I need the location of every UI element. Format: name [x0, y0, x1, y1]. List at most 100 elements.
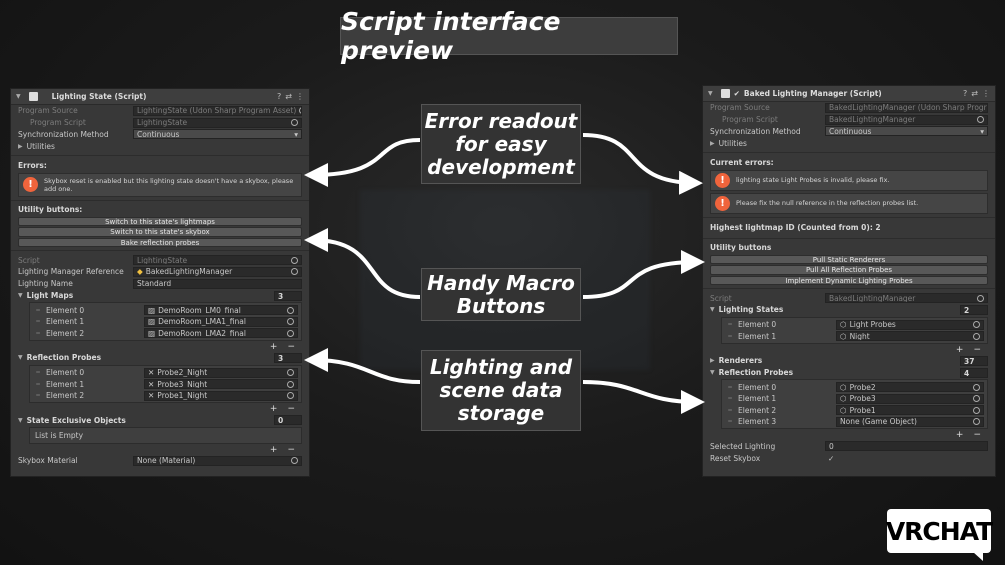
switch-lightmaps-button[interactable]: Switch to this state's lightmaps — [18, 216, 302, 227]
remove-icon[interactable]: − — [973, 430, 981, 441]
object-field[interactable]: ✕Probe1_Night — [144, 390, 298, 401]
drag-handle-icon[interactable]: ═ — [36, 329, 40, 337]
list-item[interactable]: ═Element 0▨DemoRoom_LM0_final — [30, 304, 301, 316]
object-field[interactable]: ⬡Probe1 — [836, 405, 984, 416]
picker-icon[interactable] — [287, 306, 294, 314]
object-field[interactable]: ✕Probe3_Night — [144, 379, 298, 390]
enabled-checkbox-icon[interactable]: ✔ — [733, 89, 740, 98]
lighting-name-field[interactable]: Standard — [133, 278, 302, 289]
picker-icon[interactable] — [287, 329, 294, 337]
reflection-probes-foldout[interactable]: ▼Reflection Probes 3 — [11, 352, 309, 364]
remove-icon[interactable]: − — [287, 341, 295, 352]
switch-skybox-button[interactable]: Switch to this state's skybox — [18, 227, 302, 237]
drag-handle-icon[interactable]: ═ — [36, 306, 40, 314]
object-field[interactable]: ⬡Light Probes — [836, 319, 984, 330]
object-field[interactable]: ▨DemoRoom_LMA1_final — [144, 316, 298, 327]
pull-static-renderers-button[interactable]: Pull Static Renderers — [710, 254, 988, 265]
collapse-icon[interactable]: ▼ — [708, 90, 713, 97]
drag-handle-icon[interactable]: ═ — [728, 321, 732, 329]
picker-icon[interactable] — [287, 392, 294, 400]
right-panel-header[interactable]: ▼ ✔ Baked Lighting Manager (Script) ? ⇄ … — [703, 86, 995, 102]
exclusive-objects-foldout[interactable]: ▼State Exclusive Objects 0 — [11, 414, 309, 426]
picker-icon[interactable] — [291, 119, 298, 127]
list-item[interactable]: ═Element 0✕Probe2_Night — [30, 367, 301, 379]
drag-handle-icon[interactable]: ═ — [36, 318, 40, 326]
reflection-probes-count[interactable]: 3 — [274, 352, 302, 363]
preset-icon[interactable]: ⇄ — [971, 89, 978, 98]
object-field[interactable]: ⬡Probe3 — [836, 393, 984, 404]
picker-icon[interactable] — [973, 383, 980, 391]
list-item[interactable]: ═Element 2✕Probe1_Night — [30, 390, 301, 402]
implement-lighting-probes-button[interactable]: Implement Dynamic Lighting Probes — [710, 275, 988, 286]
picker-icon[interactable] — [291, 457, 298, 465]
script-field[interactable]: BakedLightingManager — [825, 293, 988, 304]
left-panel-header[interactable]: ▼ Lighting State (Script) ? ⇄ ⋮ — [11, 89, 309, 105]
drag-handle-icon[interactable]: ═ — [728, 332, 732, 340]
utilities-foldout[interactable]: ▶Utilities — [703, 137, 995, 149]
light-maps-foldout[interactable]: ▼Light Maps 3 — [11, 290, 309, 302]
picker-icon[interactable] — [973, 395, 980, 403]
drag-handle-icon[interactable]: ═ — [36, 369, 40, 377]
light-maps-count[interactable]: 3 — [274, 290, 302, 301]
list-item[interactable]: ═Element 1⬡Probe3 — [722, 393, 987, 405]
object-field[interactable]: ⬡Probe2 — [836, 382, 984, 393]
skybox-field[interactable]: None (Material) — [133, 455, 302, 466]
add-icon[interactable]: + — [955, 344, 964, 355]
drag-handle-icon[interactable]: ═ — [728, 406, 732, 414]
reflection-probes-count[interactable]: 4 — [960, 367, 988, 378]
remove-icon[interactable]: − — [973, 344, 981, 355]
bake-reflection-probes-button[interactable]: Bake reflection probes — [18, 237, 302, 248]
picker-icon[interactable] — [973, 332, 980, 340]
help-icon[interactable]: ? — [963, 89, 968, 98]
picker-icon[interactable] — [973, 406, 980, 414]
drag-handle-icon[interactable]: ═ — [36, 392, 40, 400]
picker-icon[interactable] — [977, 294, 984, 302]
sync-dropdown[interactable]: Continuous▾ — [133, 129, 302, 140]
script-field[interactable]: LightingState — [133, 255, 302, 266]
list-item[interactable]: ═Element 1✕Probe3_Night — [30, 378, 301, 390]
object-field[interactable]: None (Game Object) — [836, 416, 984, 427]
help-icon[interactable]: ? — [277, 92, 282, 101]
lighting-states-count[interactable]: 2 — [960, 304, 988, 315]
picker-icon[interactable] — [287, 318, 294, 326]
reflection-probes-foldout[interactable]: ▼Reflection Probes 4 — [703, 367, 995, 379]
object-field[interactable]: ▨DemoRoom_LMA2_final — [144, 328, 298, 339]
program-source-field[interactable]: BakedLightingManager (Udon Sharp Program — [825, 102, 988, 113]
picker-icon[interactable] — [287, 380, 294, 388]
list-item[interactable]: ═Element 1⬡Night — [722, 330, 987, 342]
drag-handle-icon[interactable]: ═ — [728, 395, 732, 403]
picker-icon[interactable] — [973, 321, 980, 329]
reset-skybox-checkbox[interactable]: ✓ — [825, 453, 988, 463]
remove-icon[interactable]: − — [287, 404, 295, 415]
drag-handle-icon[interactable]: ═ — [728, 418, 732, 426]
list-item[interactable]: ═Element 2⬡Probe1 — [722, 404, 987, 416]
add-icon[interactable]: + — [955, 430, 964, 441]
list-item[interactable]: ═Element 0⬡Light Probes — [722, 319, 987, 331]
exclusive-objects-count[interactable]: 0 — [274, 415, 302, 426]
preset-icon[interactable]: ⇄ — [285, 92, 292, 101]
renderers-count[interactable]: 37 — [960, 355, 988, 366]
renderers-foldout[interactable]: ▶Renderers 37 — [703, 355, 995, 367]
drag-handle-icon[interactable]: ═ — [728, 383, 732, 391]
picker-icon[interactable] — [973, 418, 980, 426]
lighting-states-foldout[interactable]: ▼Lighting States 2 — [703, 304, 995, 316]
drag-handle-icon[interactable]: ═ — [36, 380, 40, 388]
add-icon[interactable]: + — [269, 404, 278, 415]
pull-reflection-probes-button[interactable]: Pull All Reflection Probes — [710, 265, 988, 275]
add-icon[interactable]: + — [269, 341, 278, 352]
utilities-foldout[interactable]: ▶Utilities — [11, 140, 309, 152]
picker-icon[interactable] — [291, 268, 298, 276]
collapse-icon[interactable]: ▼ — [16, 93, 21, 100]
picker-icon[interactable] — [977, 116, 984, 124]
manager-reference-field[interactable]: ◆BakedLightingManager — [133, 266, 302, 277]
program-source-field[interactable]: LightingState (Udon Sharp Program Asset) — [133, 105, 302, 116]
object-field[interactable]: ▨DemoRoom_LM0_final — [144, 305, 298, 316]
selected-lighting-field[interactable]: 0 — [825, 441, 988, 452]
add-icon[interactable]: + — [269, 445, 278, 456]
picker-icon[interactable] — [291, 256, 298, 264]
list-item[interactable]: ═Element 1▨DemoRoom_LMA1_final — [30, 316, 301, 328]
object-field[interactable]: ⬡Night — [836, 331, 984, 342]
list-item[interactable]: ═Element 2▨DemoRoom_LMA2_final — [30, 327, 301, 339]
menu-icon[interactable]: ⋮ — [296, 92, 304, 101]
